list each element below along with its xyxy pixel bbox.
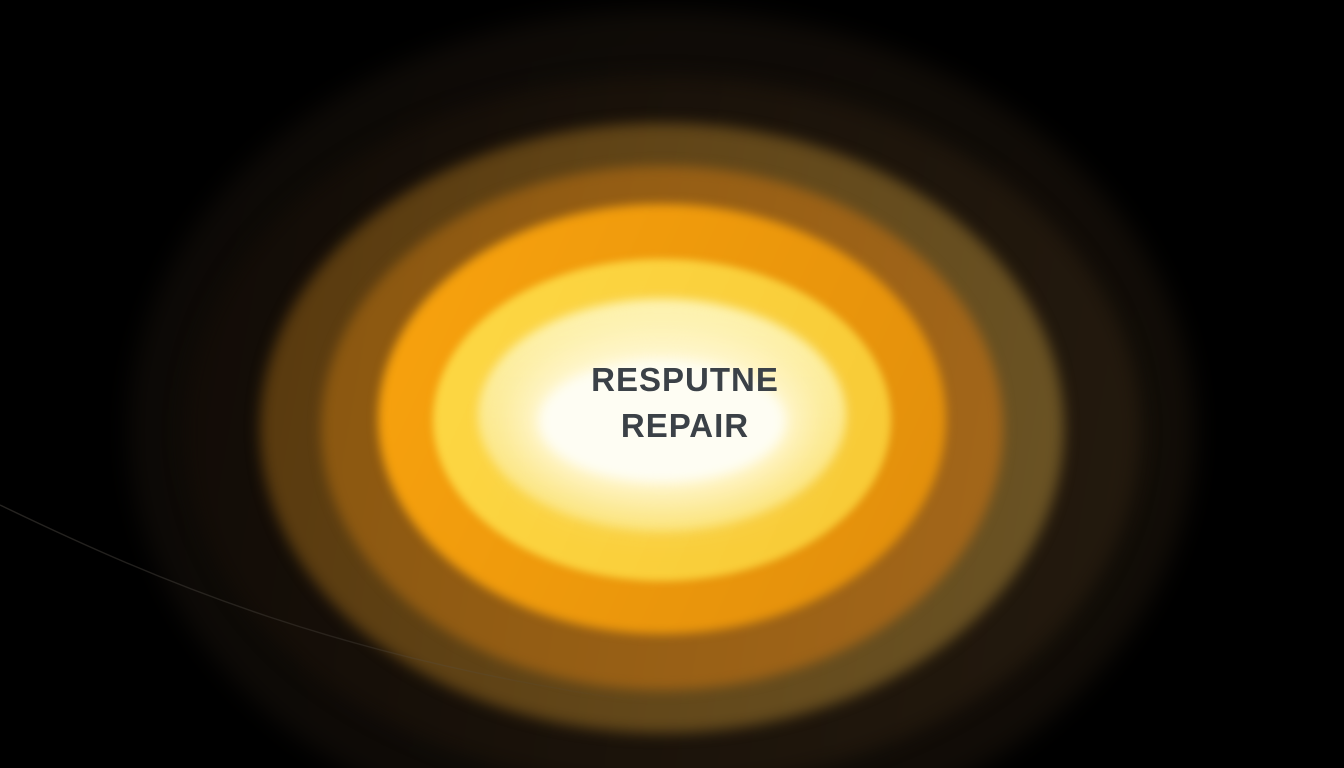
center-title: RESPUTNE REPAIR [591, 357, 779, 449]
center-title-line1: RESPUTNE [591, 361, 779, 398]
center-title-line2: REPAIR [620, 407, 750, 444]
ring-core-white [538, 359, 786, 483]
